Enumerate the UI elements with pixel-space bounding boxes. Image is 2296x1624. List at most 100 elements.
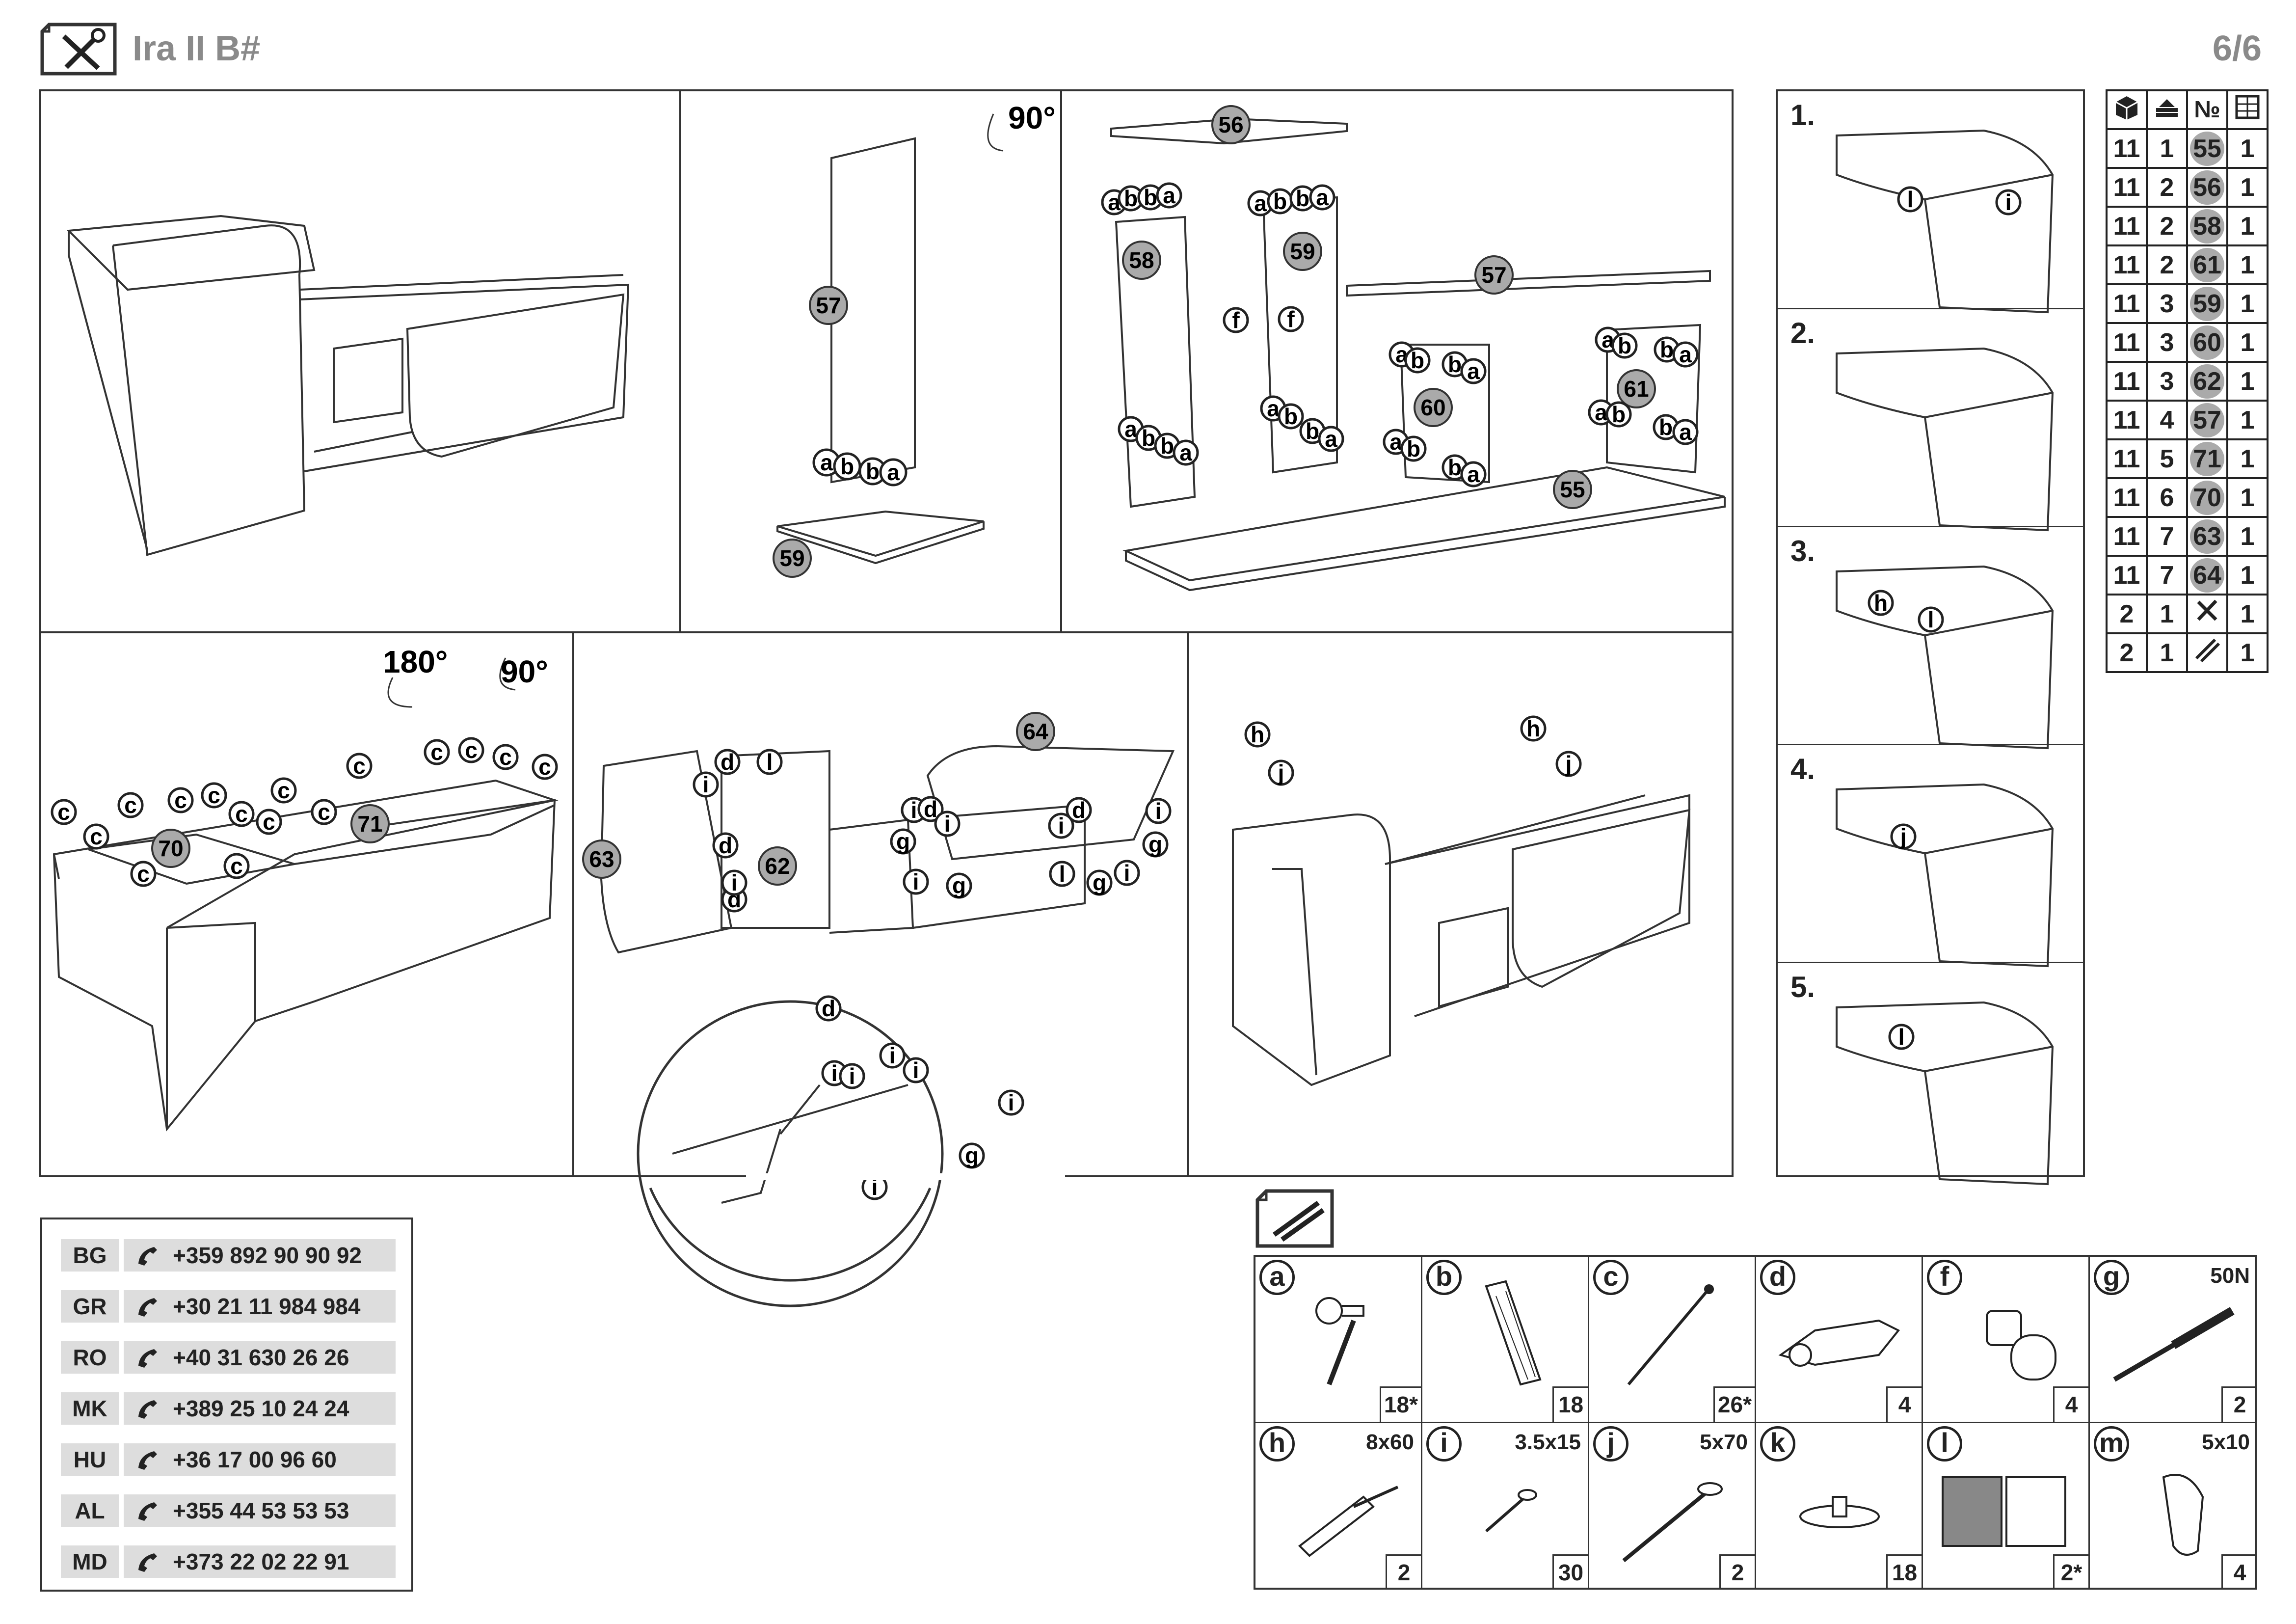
svg-text:b: b <box>1284 404 1298 429</box>
fitting-bubbles: a b b a a b b a f f a b b a a b b a a b … <box>1101 182 1699 487</box>
svg-text:c: c <box>430 739 443 765</box>
hardware-i-icon <box>1485 1489 1537 1533</box>
parts-cell-box: 11 <box>2106 555 2148 595</box>
parts-cell-box: 11 <box>2106 167 2148 208</box>
hardware-a-icon <box>1315 1297 1364 1385</box>
country-code: HU <box>61 1443 119 1476</box>
svg-text:b: b <box>1448 455 1462 480</box>
parts-cell-box: 11 <box>2106 206 2148 246</box>
part-number-badge: 59 <box>2190 286 2224 321</box>
top-panels-drawing: 70 71 c c c c c c c c c c c c c c c c 18… <box>51 644 559 1132</box>
parts-cell-pack: 5 <box>2146 438 2188 479</box>
hardware-j-icon <box>1622 1482 1723 1563</box>
hardware-letter: a <box>1259 1260 1295 1295</box>
country-code: MD <box>61 1545 119 1578</box>
svg-text:b: b <box>1660 337 1674 362</box>
svg-text:b: b <box>1407 436 1420 461</box>
phone-field: +389 25 10 24 24 <box>124 1392 396 1425</box>
step-illustration: j <box>1836 783 2054 968</box>
part-number-badge: 63 <box>2190 519 2224 554</box>
phone-number: +373 22 02 22 91 <box>173 1549 349 1574</box>
svg-text:f: f <box>1232 307 1240 333</box>
wall-mount-drawing: h j h j <box>1232 715 1691 1086</box>
svg-text:i: i <box>2005 189 2012 215</box>
part-number-label: 61 <box>1624 376 1649 402</box>
box-icon <box>2106 89 2148 130</box>
part-number-badge: 62 <box>2190 364 2224 399</box>
hardware-letter: b <box>1426 1260 1462 1295</box>
hardware-f-icon <box>1986 1310 2056 1380</box>
parts-cell-pack: 3 <box>2146 283 2188 324</box>
panel57-drawing: 57 59 a b b a 90° <box>773 100 1056 578</box>
hardware-letter: m <box>2094 1426 2129 1462</box>
number-header: № <box>2186 89 2228 130</box>
svg-text:d: d <box>924 796 937 822</box>
tools-logo-icon <box>39 22 118 77</box>
svg-text:b: b <box>1306 418 1319 444</box>
svg-text:l: l <box>767 749 773 775</box>
svg-text:i: i <box>911 797 917 823</box>
step-1: 1. l i <box>1778 91 2083 314</box>
part-number-label: 70 <box>158 836 183 861</box>
svg-text:b: b <box>1142 425 1155 451</box>
hardware-c-icon <box>1627 1284 1714 1385</box>
part-number-label: 64 <box>1023 719 1048 744</box>
frame-gap <box>746 1173 1065 1180</box>
hardware-letter: d <box>1760 1260 1795 1295</box>
parts-cell-pack: 7 <box>2146 555 2188 595</box>
parts-cell-qty: 1 <box>2226 361 2269 402</box>
parts-cell-qty: 1 <box>2226 322 2269 363</box>
hinge-adjust-steps: 1. l i 2. 3. h l 4. j 5. <box>1776 89 2085 1186</box>
parts-cell-pack: 2 <box>2146 206 2188 246</box>
svg-text:a: a <box>1679 342 1692 367</box>
svg-text:i: i <box>913 1057 919 1083</box>
svg-text:c: c <box>137 861 150 887</box>
svg-text:a: a <box>1124 416 1137 442</box>
hardware-count: 4 <box>2221 1554 2257 1590</box>
svg-text:l: l <box>1898 1024 1905 1050</box>
rails-icon <box>2195 638 2220 663</box>
hardware-count: 2* <box>2053 1554 2088 1590</box>
part-number-badge: 64 <box>2190 558 2224 593</box>
hardware-size: 5x10 <box>2202 1430 2250 1454</box>
part-number-badge: 61 <box>2190 247 2224 282</box>
phone-number: +355 44 53 53 53 <box>173 1498 349 1523</box>
step-3: 3. h l <box>1778 527 2083 750</box>
phone-field: +355 44 53 53 53 <box>124 1494 396 1527</box>
phone-number: +40 31 630 26 26 <box>173 1345 349 1370</box>
parts-cell-qty: 1 <box>2226 206 2269 246</box>
svg-text:c: c <box>235 801 248 827</box>
svg-text:b: b <box>1659 414 1673 440</box>
hardware-m-icon <box>2162 1474 2204 1556</box>
parts-cell-part: 55 <box>2186 128 2228 169</box>
svg-text:d: d <box>719 833 732 858</box>
parts-cell-qty: 1 <box>2226 244 2269 285</box>
rotate-arrow-icon <box>987 113 1004 152</box>
part-number-label: 71 <box>357 811 382 837</box>
hardware-bag-icon <box>1255 1188 1335 1249</box>
svg-text:b: b <box>1618 333 1631 358</box>
fitting-bubbles: d l d i d i i g d i i g d i i g l g i d … <box>693 749 1172 1200</box>
phone-icon <box>138 1553 157 1572</box>
svg-text:b: b <box>1411 348 1424 373</box>
svg-text:c: c <box>277 778 290 803</box>
step-illustration <box>1836 347 2054 532</box>
country-code: RO <box>61 1341 119 1374</box>
svg-text:b: b <box>1124 186 1138 211</box>
svg-text:a: a <box>1679 419 1692 445</box>
document-title: Ira II B# <box>133 29 261 68</box>
